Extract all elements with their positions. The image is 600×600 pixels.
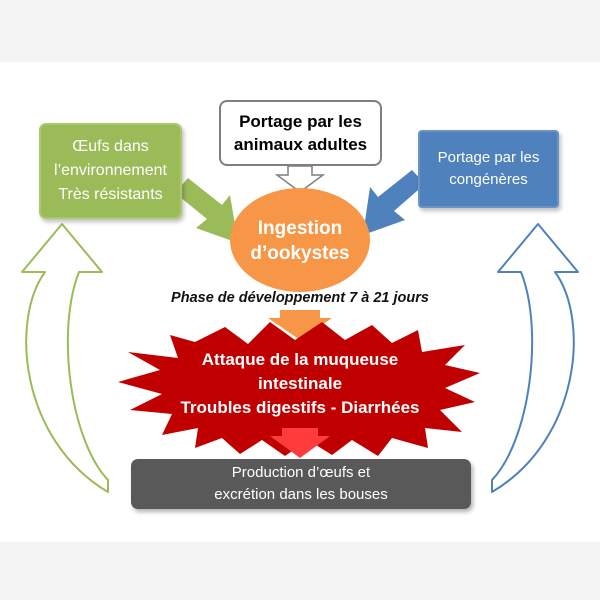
peer-line2: congénères [449,171,528,188]
adult-line1: Portage par les [239,112,362,131]
eggs-environment-box: Œufs dans l’environnement Très résistant… [39,123,182,219]
production-line1: Production d’œufs et [231,464,371,481]
peer-carriers-box: Portage par les congénères [418,130,559,208]
red-down-arrow [270,428,330,458]
white-down-arrow [274,165,326,193]
phase-label: Phase de développement 7 à 21 jours [171,290,429,306]
eggs-line2: l’environnement [54,162,167,179]
ingestion-label: Ingestion d’ookystes [231,189,369,293]
attack-line3: Troubles digestifs - Diarrhées [180,398,420,417]
eggs-line3: Très résistants [58,186,163,203]
attack-starburst [118,322,480,456]
adult-carriers-box: Portage par les animaux adultes [219,100,382,166]
orange-down-arrow [268,310,332,340]
blue-arrow [363,170,425,235]
ingestion-line1: Ingestion [257,218,343,239]
attack-line1: Attaque de la muqueuse [201,350,399,369]
production-box: Production d’œufs et excrétion dans les … [131,459,471,509]
adult-line2: animaux adultes [233,135,368,154]
attack-line2: intestinale [257,374,343,393]
attack-label: Attaque de la muqueuse intestinale Troub… [140,340,460,428]
green-arrow [175,178,238,243]
peer-line1: Portage par les [437,149,540,166]
right-cycle-arrow [491,223,579,493]
production-line2: excrétion dans les bouses [214,486,388,503]
ingestion-line2: d’ookystes [250,243,350,264]
top-band [0,0,600,62]
ingestion-ellipse [230,188,370,292]
bottom-band [0,542,600,600]
eggs-line1: Œufs dans [72,138,149,155]
left-cycle-arrow [21,223,109,493]
